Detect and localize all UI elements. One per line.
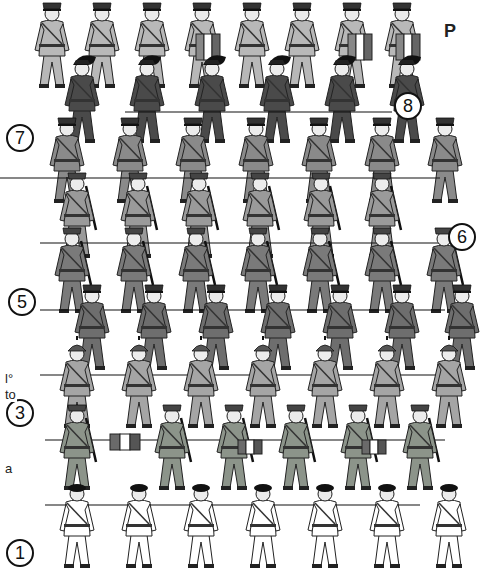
callout-number: 6 <box>457 228 467 246</box>
callout-number: 1 <box>15 544 25 562</box>
callout-number: 5 <box>17 293 27 311</box>
callout-circle: 3 <box>6 399 34 427</box>
callout-number: 8 <box>403 97 413 115</box>
callout-circle: 5 <box>8 288 36 316</box>
callout-circle: 1 <box>6 539 34 567</box>
margin-text: l° <box>4 372 14 386</box>
flag <box>110 434 386 454</box>
callout-circle: 8 <box>394 92 422 120</box>
callout-circle: 6 <box>448 223 476 251</box>
margin-text: a <box>4 462 13 476</box>
margin-text: P <box>443 22 457 42</box>
callout-circle: 7 <box>6 124 34 152</box>
callout-number: 3 <box>15 404 25 422</box>
flag <box>196 34 420 60</box>
callout-number: 7 <box>15 129 25 147</box>
margin-text: to <box>4 388 17 402</box>
